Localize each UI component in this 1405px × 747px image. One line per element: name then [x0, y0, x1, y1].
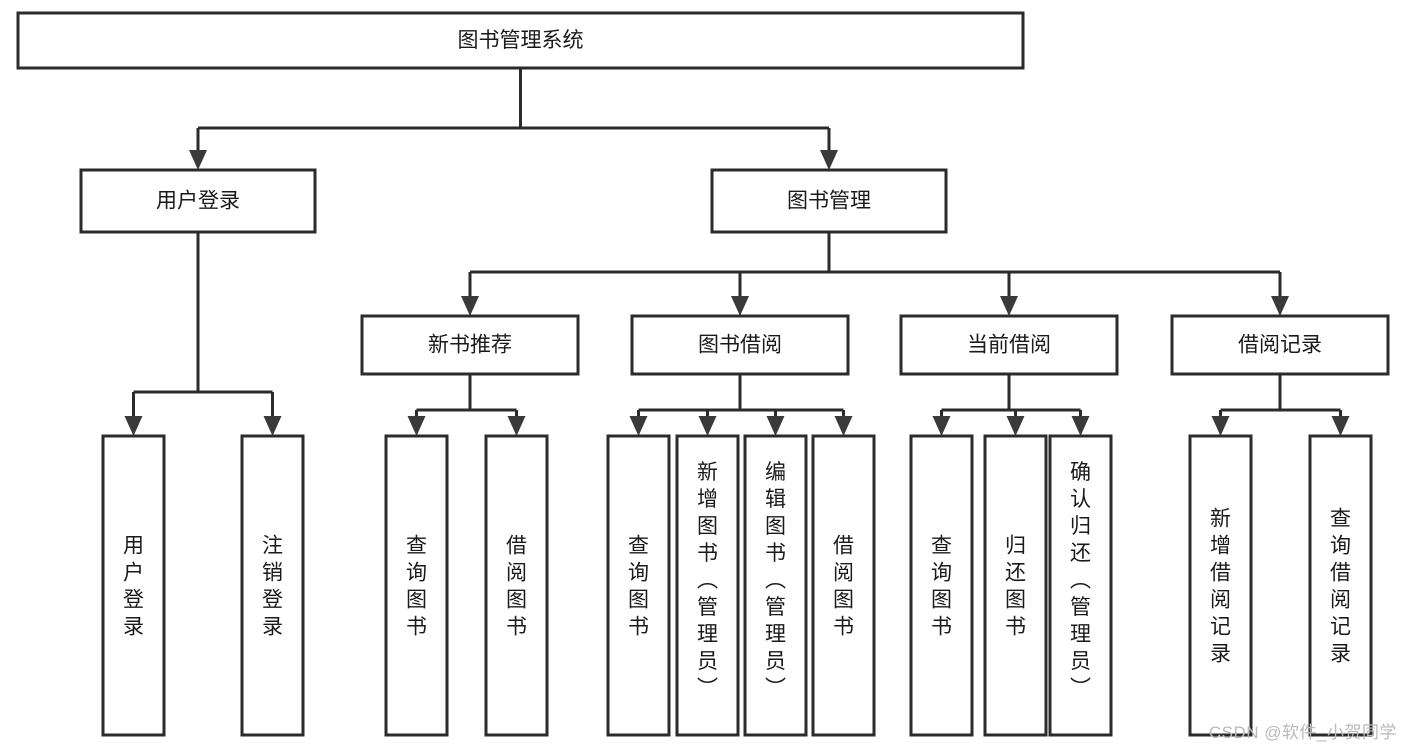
- node-box: [811, 434, 876, 737]
- node-user-login[interactable]: 用户登录: [79, 168, 317, 234]
- node-box: [240, 434, 305, 737]
- node-label: 注销登录: [262, 535, 283, 639]
- node-label: 编辑图书︵管理员︶: [765, 461, 786, 700]
- arrow-head-icon: [1211, 416, 1230, 436]
- arrow-head-icon: [629, 416, 648, 436]
- node-leaf-user-login[interactable]: 用户登录: [101, 434, 166, 737]
- node-label: 查询图书: [931, 535, 952, 639]
- node-box: [1170, 314, 1390, 376]
- node-box: [909, 434, 974, 737]
- node-leaf-add-borrow-record[interactable]: 新增借阅记录: [1188, 434, 1253, 737]
- node-label: 查询图书: [628, 535, 649, 639]
- connector-layer: [124, 68, 1350, 436]
- node-borrow-record[interactable]: 借阅记录: [1170, 314, 1390, 376]
- node-label: 确认归还︵管理员︶: [1070, 461, 1091, 700]
- node-label: 图书管理系统: [458, 29, 584, 52]
- node-box: [899, 314, 1119, 376]
- node-leaf-query-book-recommend[interactable]: 查询图书: [384, 434, 449, 737]
- node-leaf-borrow-book[interactable]: 借阅图书: [811, 434, 876, 737]
- node-box: [710, 168, 948, 234]
- node-box: [101, 434, 166, 737]
- node-box: [675, 434, 740, 737]
- arrow-head-icon: [731, 296, 749, 316]
- node-leaf-query-book-borrow[interactable]: 查询图书: [606, 434, 671, 737]
- node-label: 新增借阅记录: [1210, 508, 1231, 666]
- node-root[interactable]: 图书管理系统: [16, 11, 1025, 70]
- arrow-head-icon: [1006, 416, 1025, 436]
- node-label: 查询借阅记录: [1330, 508, 1351, 666]
- node-label: 新书推荐: [428, 334, 512, 357]
- arrow-head-icon: [932, 416, 951, 436]
- arrow-head-icon: [1000, 296, 1018, 316]
- node-label: 新增图书︵管理员︶: [697, 461, 718, 700]
- node-book-borrow[interactable]: 图书借阅: [630, 314, 850, 376]
- node-label: 归还图书: [1005, 535, 1026, 639]
- node-label: 用户登录: [156, 190, 240, 213]
- node-leaf-edit-book-admin[interactable]: 编辑图书︵管理员︶: [743, 434, 808, 737]
- arrow-head-icon: [1071, 416, 1090, 436]
- node-label: 借阅记录: [1238, 334, 1322, 357]
- node-box: [983, 434, 1048, 737]
- node-box: [16, 11, 1025, 70]
- arrow-head-icon: [124, 416, 143, 436]
- node-leaf-borrow-book-recommend[interactable]: 借阅图书: [484, 434, 549, 737]
- node-box: [384, 434, 449, 737]
- node-current-borrow[interactable]: 当前借阅: [899, 314, 1119, 376]
- node-new-book-recommend[interactable]: 新书推荐: [360, 314, 580, 376]
- node-box: [360, 314, 580, 376]
- arrow-head-icon: [461, 296, 479, 316]
- node-label: 借阅图书: [506, 535, 527, 639]
- node-leaf-query-book-current[interactable]: 查询图书: [909, 434, 974, 737]
- node-label: 用户登录: [123, 535, 144, 639]
- arrow-head-icon: [1331, 416, 1350, 436]
- arrow-head-icon: [766, 416, 785, 436]
- node-leaf-confirm-return-admin[interactable]: 确认归还︵管理员︶: [1048, 434, 1113, 737]
- arrow-head-icon: [507, 416, 526, 436]
- node-label: 借阅图书: [833, 535, 854, 639]
- node-box: [1308, 434, 1373, 737]
- node-box: [1188, 434, 1253, 737]
- node-box: [79, 168, 317, 234]
- node-label: 查询图书: [406, 535, 427, 639]
- node-box: [630, 314, 850, 376]
- node-label: 图书借阅: [698, 334, 782, 357]
- node-layer: 图书管理系统用户登录图书管理新书推荐图书借阅当前借阅借阅记录用户登录注销登录查询…: [16, 11, 1390, 737]
- node-book-management[interactable]: 图书管理: [710, 168, 948, 234]
- node-label: 当前借阅: [967, 334, 1051, 357]
- arrow-head-icon: [820, 150, 838, 170]
- arrow-head-icon: [834, 416, 853, 436]
- node-leaf-add-book-admin[interactable]: 新增图书︵管理员︶: [675, 434, 740, 737]
- node-box: [606, 434, 671, 737]
- node-box: [484, 434, 549, 737]
- arrow-head-icon: [1271, 296, 1289, 316]
- node-label: 图书管理: [787, 190, 871, 213]
- node-leaf-logout-login[interactable]: 注销登录: [240, 434, 305, 737]
- arrow-head-icon: [189, 150, 207, 170]
- node-box: [743, 434, 808, 737]
- node-leaf-query-borrow-record[interactable]: 查询借阅记录: [1308, 434, 1373, 737]
- node-box: [1048, 434, 1113, 737]
- arrow-head-icon: [263, 416, 282, 436]
- watermark-text: CSDN @软件_小贺同学: [1208, 723, 1397, 742]
- node-leaf-return-book[interactable]: 归还图书: [983, 434, 1048, 737]
- arrow-head-icon: [698, 416, 717, 436]
- arrow-head-icon: [407, 416, 426, 436]
